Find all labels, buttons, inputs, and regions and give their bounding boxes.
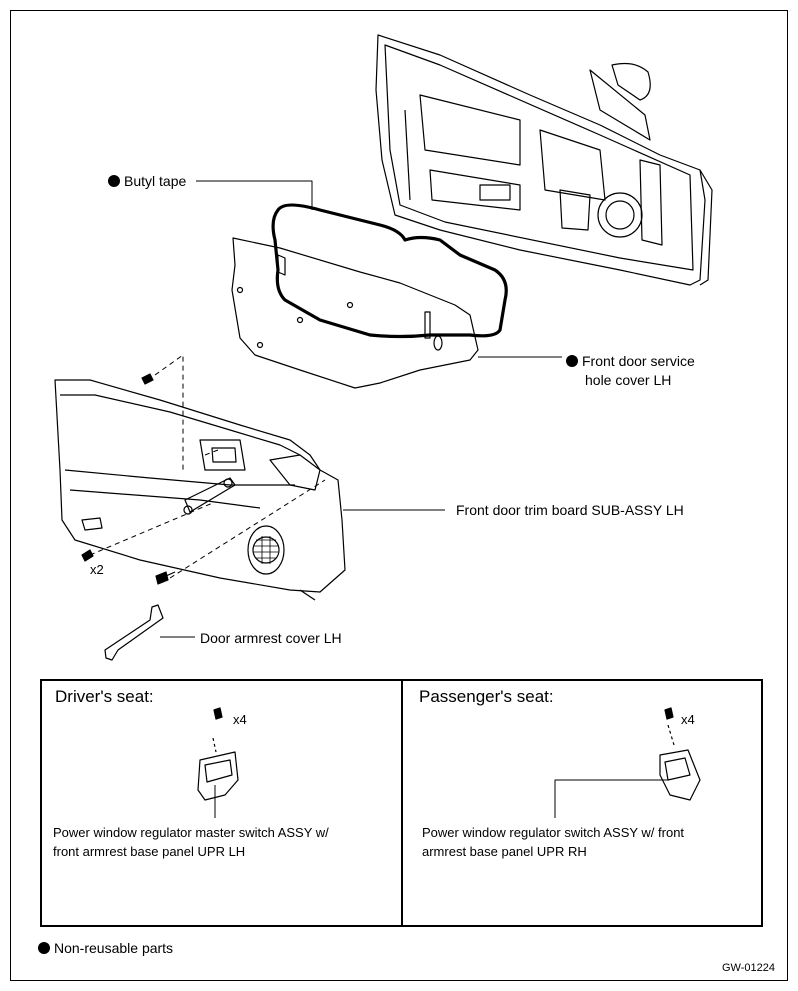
armrest-cover-illustration bbox=[104, 604, 164, 661]
non-reusable-dot-icon bbox=[38, 942, 50, 954]
passenger-qty-label: x4 bbox=[681, 712, 695, 727]
driver-part-label-line1: Power window regulator master switch ASS… bbox=[53, 825, 329, 840]
passenger-part-label-line1: Power window regulator switch ASSY w/ fr… bbox=[422, 825, 685, 840]
screw-top-illustration bbox=[141, 373, 154, 385]
passenger-switch-illustration bbox=[554, 707, 701, 818]
driver-seat-title: Driver's seat: bbox=[55, 687, 154, 706]
screw-left-illustration bbox=[81, 549, 94, 562]
butyl-tape-illustration bbox=[271, 203, 508, 339]
service-cover-label-line2: hole cover LH bbox=[585, 372, 672, 388]
passenger-seat-box: Passenger's seat: x4 Power window regula… bbox=[401, 679, 763, 927]
driver-seat-box: Driver's seat: x4 Power window regulator… bbox=[40, 679, 403, 927]
passenger-seat-title: Passenger's seat: bbox=[419, 687, 554, 706]
clip-illustration bbox=[155, 571, 176, 585]
qty-x2-label: x2 bbox=[90, 562, 104, 577]
passenger-part-label-line2: armrest base panel UPR RH bbox=[422, 844, 587, 859]
trim-board-label: Front door trim board SUB-ASSY LH bbox=[456, 502, 684, 518]
driver-qty-label: x4 bbox=[233, 712, 247, 727]
door-shell-illustration bbox=[375, 34, 713, 286]
service-hole-cover-illustration bbox=[231, 237, 479, 389]
diagram-frame bbox=[10, 10, 788, 981]
legend: Non-reusable parts bbox=[38, 939, 173, 957]
driver-switch-illustration bbox=[197, 707, 239, 818]
non-reusable-dot-icon bbox=[566, 355, 578, 367]
diagram-code: GW-01224 bbox=[722, 962, 775, 974]
armrest-cover-label: Door armrest cover LH bbox=[200, 630, 342, 646]
service-cover-label: Front door service bbox=[566, 352, 695, 370]
non-reusable-dot-icon bbox=[108, 175, 120, 187]
butyl-tape-label: Butyl tape bbox=[108, 172, 186, 190]
driver-part-label-line2: front armrest base panel UPR LH bbox=[53, 844, 246, 859]
